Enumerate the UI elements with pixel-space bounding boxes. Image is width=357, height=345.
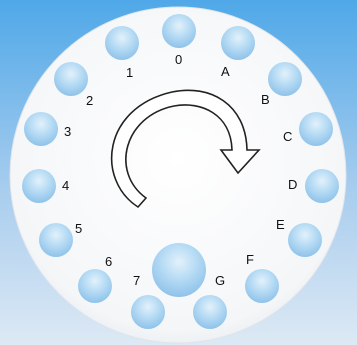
hole-0 <box>162 14 196 48</box>
hole-g <box>193 295 227 329</box>
label-0: 0 <box>175 52 182 67</box>
hole-e <box>288 223 322 257</box>
label-f: F <box>246 252 254 267</box>
label-g: G <box>215 273 225 288</box>
label-5: 5 <box>75 221 82 236</box>
label-2: 2 <box>86 93 93 108</box>
hole-d <box>305 169 339 203</box>
hole-a <box>221 26 255 60</box>
label-c: C <box>283 129 292 144</box>
hole-f <box>245 269 279 303</box>
hole-b <box>268 62 302 96</box>
label-1: 1 <box>126 65 133 80</box>
label-7: 7 <box>133 273 140 288</box>
hole-4 <box>22 169 56 203</box>
hole-3 <box>24 112 58 146</box>
hole-c <box>299 112 333 146</box>
hole-2 <box>54 62 88 96</box>
hole-1 <box>105 26 139 60</box>
label-3: 3 <box>64 124 71 139</box>
label-4: 4 <box>62 178 69 193</box>
label-d: D <box>288 177 297 192</box>
hole-7 <box>131 295 165 329</box>
hole-5 <box>39 223 73 257</box>
label-b: B <box>261 92 270 107</box>
label-e: E <box>276 217 285 232</box>
label-6: 6 <box>105 254 112 269</box>
hole-center-large <box>152 243 206 297</box>
label-a: A <box>221 64 230 79</box>
hole-6 <box>78 269 112 303</box>
